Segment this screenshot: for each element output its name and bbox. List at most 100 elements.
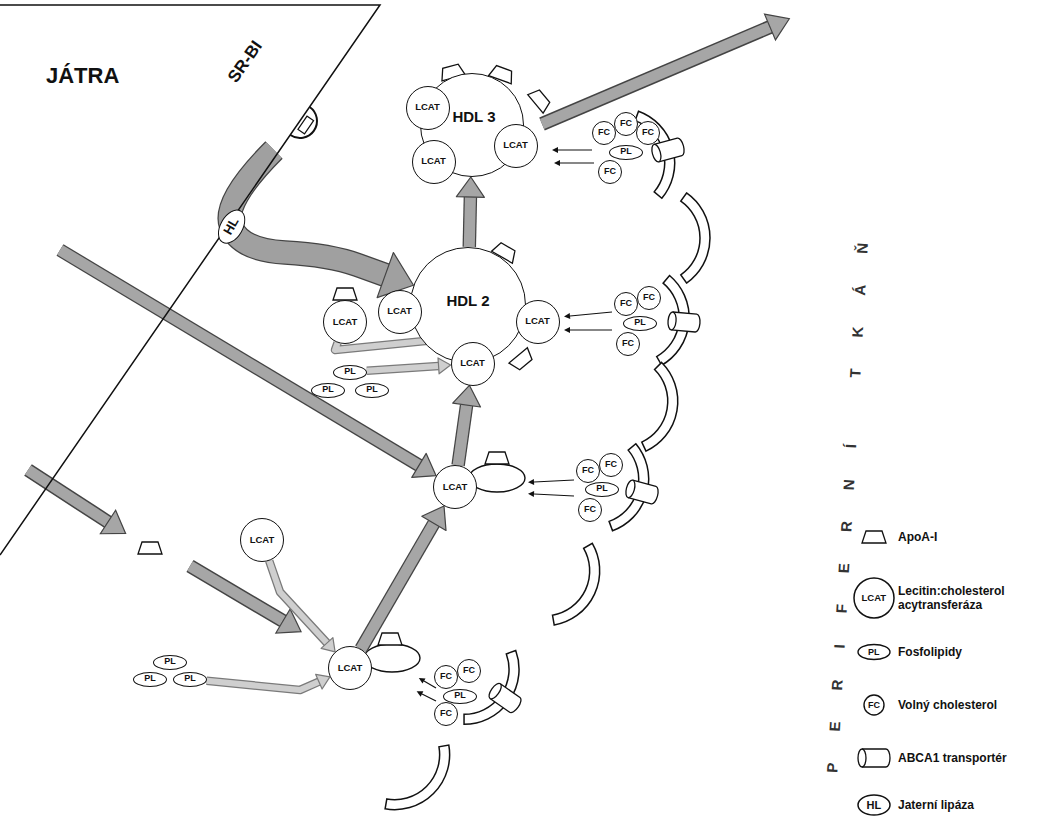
apoa1-symbol — [378, 633, 402, 645]
phospholipid-oval: PL — [311, 383, 345, 398]
node-label: HDL 3 — [452, 109, 495, 126]
cell-membrane — [681, 193, 710, 283]
arrow-band — [367, 366, 439, 371]
flow-arrow — [207, 674, 330, 690]
node-label: FC — [605, 460, 617, 470]
cholesterol-circle: FC — [637, 286, 661, 310]
node-label: FC — [620, 299, 632, 309]
node-label: LCAT — [443, 482, 468, 492]
node-label: PL — [454, 691, 466, 701]
node-label: LCAT — [387, 306, 412, 316]
legend-text: Jaterní lipáza — [898, 798, 1050, 812]
flow-arrow — [456, 177, 484, 247]
arrow-band — [269, 561, 327, 643]
legend-sample-label: LCAT — [862, 593, 887, 604]
efflux-arrow — [570, 312, 612, 316]
node-label: FC — [643, 293, 655, 303]
lcat-circle: LCAT — [412, 140, 456, 184]
cholesterol-circle: FC — [598, 160, 622, 184]
legend-text: Lecitin:cholesterol acytransferáza — [898, 584, 1050, 613]
arrow-outline — [361, 523, 434, 649]
apoa1-symbols — [138, 63, 552, 645]
liver-border — [0, 5, 380, 555]
apoa1-symbol — [333, 288, 357, 300]
arrow-head — [453, 385, 481, 407]
phospholipid-oval: PL — [333, 365, 367, 380]
hdl-particle: HDL 2LCATLCATLCAT — [410, 247, 526, 363]
abca1-symbol — [667, 312, 700, 333]
efflux-arrows — [422, 150, 612, 701]
node-label: PL — [144, 674, 156, 684]
cell-membranes — [381, 105, 710, 821]
particle-disc — [469, 464, 525, 492]
node-label: PL — [634, 318, 646, 328]
node-label: FC — [620, 119, 632, 129]
apoa1-symbol — [509, 348, 535, 373]
particle-disc — [364, 644, 420, 672]
receptor-cup — [290, 107, 323, 145]
apoa1-symbol — [485, 452, 509, 464]
node-label: PL — [164, 657, 176, 667]
legend-pl-sample — [858, 645, 890, 660]
cholesterol-circle: FC — [614, 112, 638, 136]
legend-apoa1-sample — [862, 531, 886, 543]
flow-arrow — [367, 358, 451, 374]
grey-arrows — [28, 27, 770, 621]
flow-arrow — [361, 506, 446, 649]
cell-membrane — [549, 541, 614, 635]
node-label: PL — [184, 674, 196, 684]
node-label: FC — [582, 466, 594, 476]
node-label: FC — [598, 128, 610, 138]
phospholipid-oval: PL — [355, 383, 389, 398]
arrow-outline — [60, 250, 419, 465]
abca1-transporters — [487, 137, 701, 714]
legend-text: ApoA-I — [898, 530, 1050, 544]
node-label: PL — [620, 147, 632, 157]
arrow-outline — [367, 366, 439, 371]
efflux-arrow — [570, 329, 612, 330]
phospholipid-oval: PL — [153, 655, 187, 670]
node-label: LCAT — [415, 102, 440, 112]
legend-sample-label: HL — [867, 799, 882, 812]
node-label: LCAT — [333, 317, 358, 327]
efflux-arrow — [534, 480, 574, 482]
legend-lcat-sample — [854, 578, 894, 618]
lcat-circle: LCAT — [328, 646, 372, 690]
node-label: LCAT — [250, 535, 275, 545]
arrow-band — [469, 197, 470, 247]
cholesterol-circle: FC — [599, 453, 623, 477]
receptor-core — [298, 116, 314, 134]
arrow-outline — [190, 566, 283, 621]
arrow-outline — [207, 681, 319, 690]
node-label: FC — [440, 709, 452, 719]
legend-fc-sample — [864, 695, 884, 715]
particle-discs — [364, 464, 525, 672]
legend-text: ABCA1 transportér — [898, 751, 1050, 765]
arrow-band — [60, 250, 419, 465]
phospholipid-oval: PL — [585, 482, 619, 497]
node-label: PL — [366, 385, 378, 395]
cholesterol-circle: FC — [616, 332, 640, 356]
arrow-band — [458, 405, 467, 465]
legend-hl-sample — [858, 795, 890, 815]
node-label: HDL 2 — [446, 293, 489, 310]
legend-text: Volný cholesterol — [898, 698, 1050, 712]
cholesterol-circle: FC — [578, 498, 602, 522]
node-label: FC — [440, 672, 452, 682]
legend-abca1-sample — [858, 749, 890, 767]
hdl3-exit-arrow — [542, 27, 770, 124]
legend-sample-label: FC — [868, 700, 880, 710]
arrow-head — [438, 358, 451, 374]
legend-samples — [854, 531, 894, 815]
arrow-head — [321, 638, 335, 652]
node-label: FC — [604, 167, 616, 177]
arrow-outline — [542, 27, 770, 124]
cholesterol-circle: FC — [434, 702, 458, 726]
legend-sample-label: PL — [868, 647, 880, 657]
lcat-circle: LCAT — [378, 290, 422, 334]
lcat-circle: LCAT — [240, 518, 284, 562]
node-label: PL — [344, 367, 356, 377]
lcat-circle: LCAT — [406, 86, 450, 130]
